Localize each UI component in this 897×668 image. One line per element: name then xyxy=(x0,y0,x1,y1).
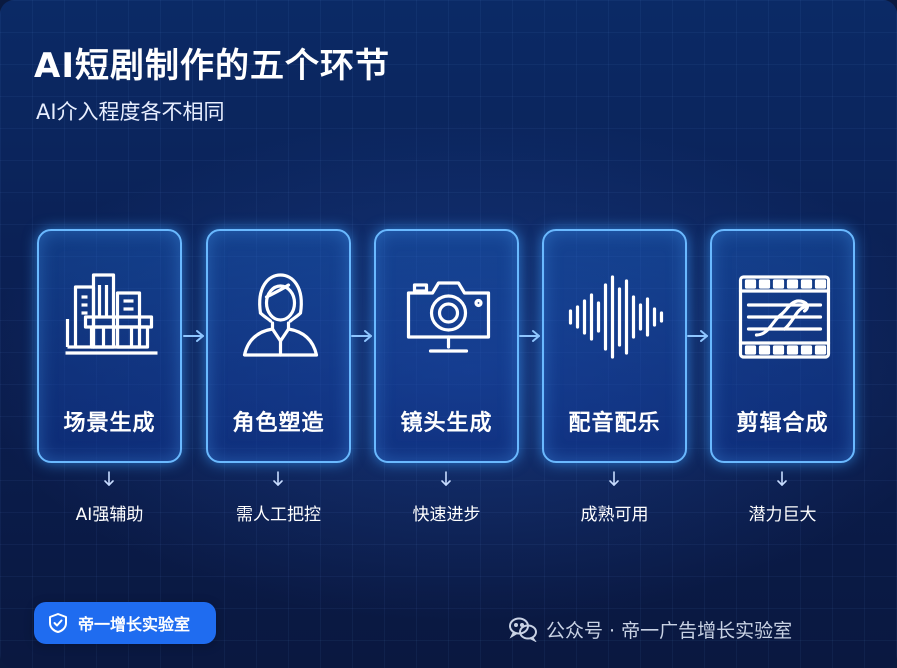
arrow-down-icon xyxy=(608,470,620,488)
stage-card-editing: 剪辑合成 xyxy=(710,229,855,463)
stage-card-character: 角色塑造 xyxy=(206,229,351,463)
city-buildings-icon xyxy=(61,267,162,367)
arrow-down-icon xyxy=(103,470,115,488)
stage-card-shot: 镜头生成 xyxy=(374,229,519,463)
stage-note: 需人工把控 xyxy=(236,505,321,525)
stage-card-audio: 配音配乐 xyxy=(542,229,687,463)
page-subtitle: AI介入程度各不相同 xyxy=(36,100,225,124)
stage-note: 成熟可用 xyxy=(580,505,649,525)
camera-icon xyxy=(398,267,499,367)
stage-note: 快速进步 xyxy=(412,505,481,525)
stage-label: 配音配乐 xyxy=(568,411,661,436)
stage-label: 镜头生成 xyxy=(400,411,493,436)
page-title: AI短剧制作的五个环节 xyxy=(34,46,390,86)
stage-note: AI强辅助 xyxy=(75,505,144,525)
arrow-down-icon xyxy=(272,470,284,488)
arrow-right-icon xyxy=(182,328,206,344)
person-icon xyxy=(230,267,331,367)
wechat-icon xyxy=(508,616,538,642)
stage-label: 角色塑造 xyxy=(232,411,325,436)
arrow-down-icon xyxy=(440,470,452,488)
watermark-text: 公众号 · 帝一广告增长实验室 xyxy=(546,619,793,642)
arrow-down-icon xyxy=(776,470,788,488)
arrow-right-icon xyxy=(686,328,710,344)
wechat-watermark: 公众号 · 帝一广告增长实验室 xyxy=(508,614,792,644)
stage-note: 潜力巨大 xyxy=(748,505,817,525)
arrow-right-icon xyxy=(518,328,542,344)
stage-card-scene: 场景生成 xyxy=(37,229,182,463)
stage-label: 场景生成 xyxy=(63,411,156,436)
stage-label: 剪辑合成 xyxy=(736,411,829,436)
brand-badge: 帝一增长实验室 xyxy=(34,602,216,644)
badge-text: 帝一增长实验室 xyxy=(78,615,191,634)
shield-icon xyxy=(48,612,68,634)
sound-wave-icon xyxy=(566,267,667,367)
film-strip-icon xyxy=(734,267,835,367)
arrow-right-icon xyxy=(350,328,374,344)
